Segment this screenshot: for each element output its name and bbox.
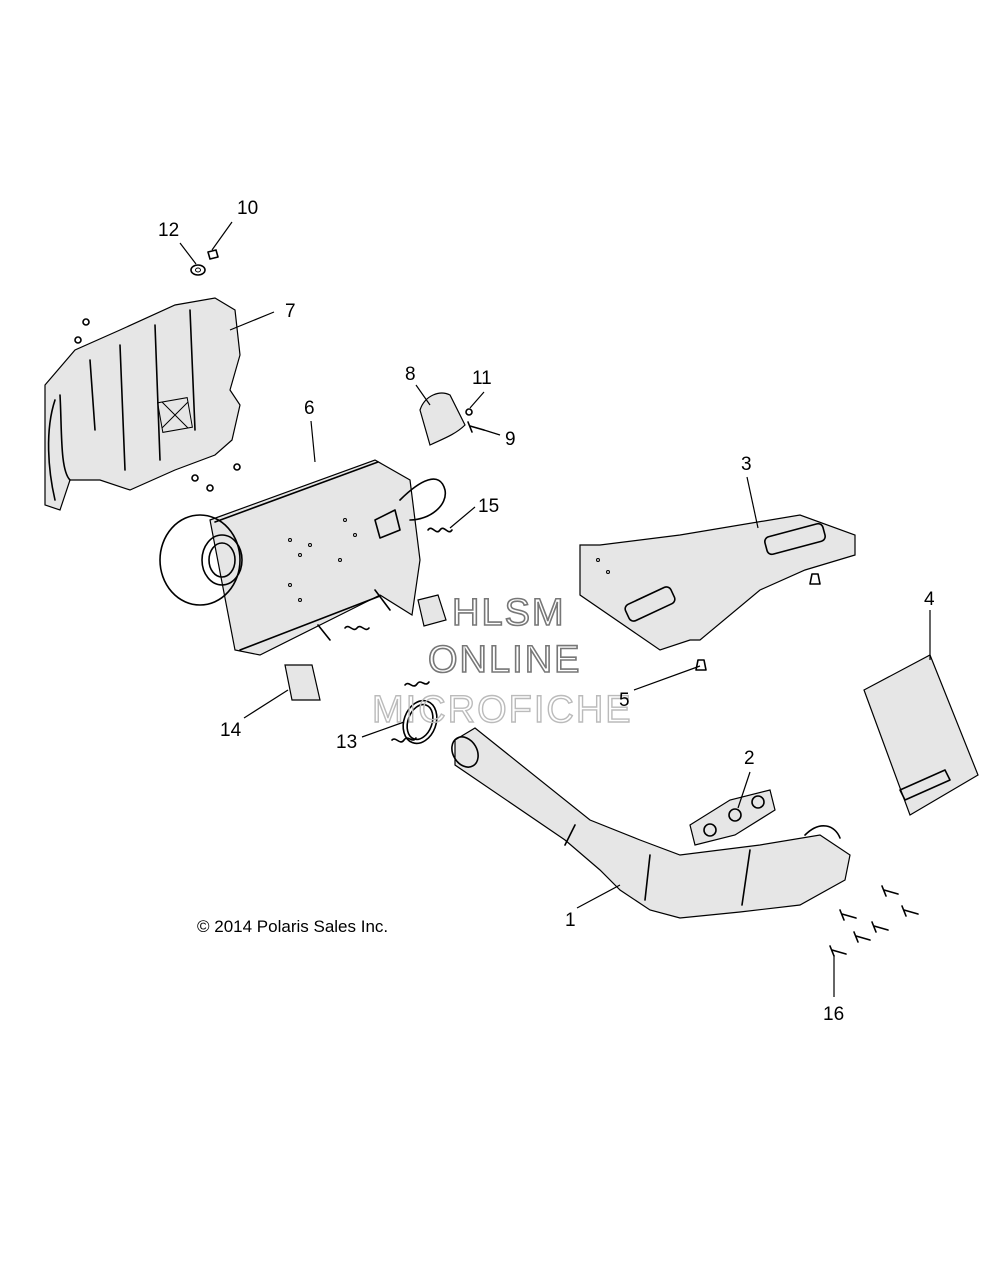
nut-icon [233,463,241,471]
callout-10: 10 [237,198,258,219]
callout-16: 16 [823,1004,844,1025]
callout-4: 4 [924,589,935,610]
nut-icon [191,474,199,482]
bumper-icon [417,594,447,627]
bolt-part-10 [207,249,219,260]
bumper-part-14 [284,664,321,701]
clamp-part-13 [391,681,438,745]
cap-part-8 [419,392,466,446]
callout-5: 5 [619,690,630,711]
callout-7: 7 [285,301,296,322]
watermark-line-2: ONLINE [428,639,581,681]
screw-part-11 [465,408,473,416]
spring-part-15 [427,527,453,533]
callout-3: 3 [741,454,752,475]
callout-6: 6 [304,398,315,419]
watermark-line-1: HLSM [452,592,566,634]
washer-part-12 [190,264,206,276]
gasket-part-2 [689,789,776,846]
watermark-line-3: MICROFICHE [372,689,633,731]
nut-icon [74,336,82,344]
clip-icon [809,573,821,585]
heat-shield-part-7 [44,297,241,511]
watermark: HLSM ONLINE MICROFICHE [371,591,633,732]
nut-icon [206,484,214,492]
shield-part-3 [579,514,856,651]
clip-part-5 [695,659,707,671]
muffler-part-6 [159,459,446,656]
bolt-part-9 [467,421,485,433]
callout-12: 12 [158,220,179,241]
callout-9: 9 [505,429,516,450]
callout-1: 1 [565,910,576,931]
nut-icon [82,318,90,326]
callout-11: 11 [472,368,492,389]
callout-13: 13 [336,732,357,753]
spring-icon [344,625,370,631]
callout-labels: 10 12 7 8 11 9 6 15 3 4 5 14 13 2 1 16 [158,198,935,1025]
callout-8: 8 [405,364,416,385]
plate-part-4 [863,654,979,816]
callout-15: 15 [478,496,499,517]
bolts-part-16 [829,885,919,957]
copyright-text: © 2014 Polaris Sales Inc. [197,917,388,936]
callout-14: 14 [220,720,242,741]
head-pipe-part-1 [451,727,851,919]
callout-2: 2 [744,748,755,769]
leader-lines [179,221,931,997]
